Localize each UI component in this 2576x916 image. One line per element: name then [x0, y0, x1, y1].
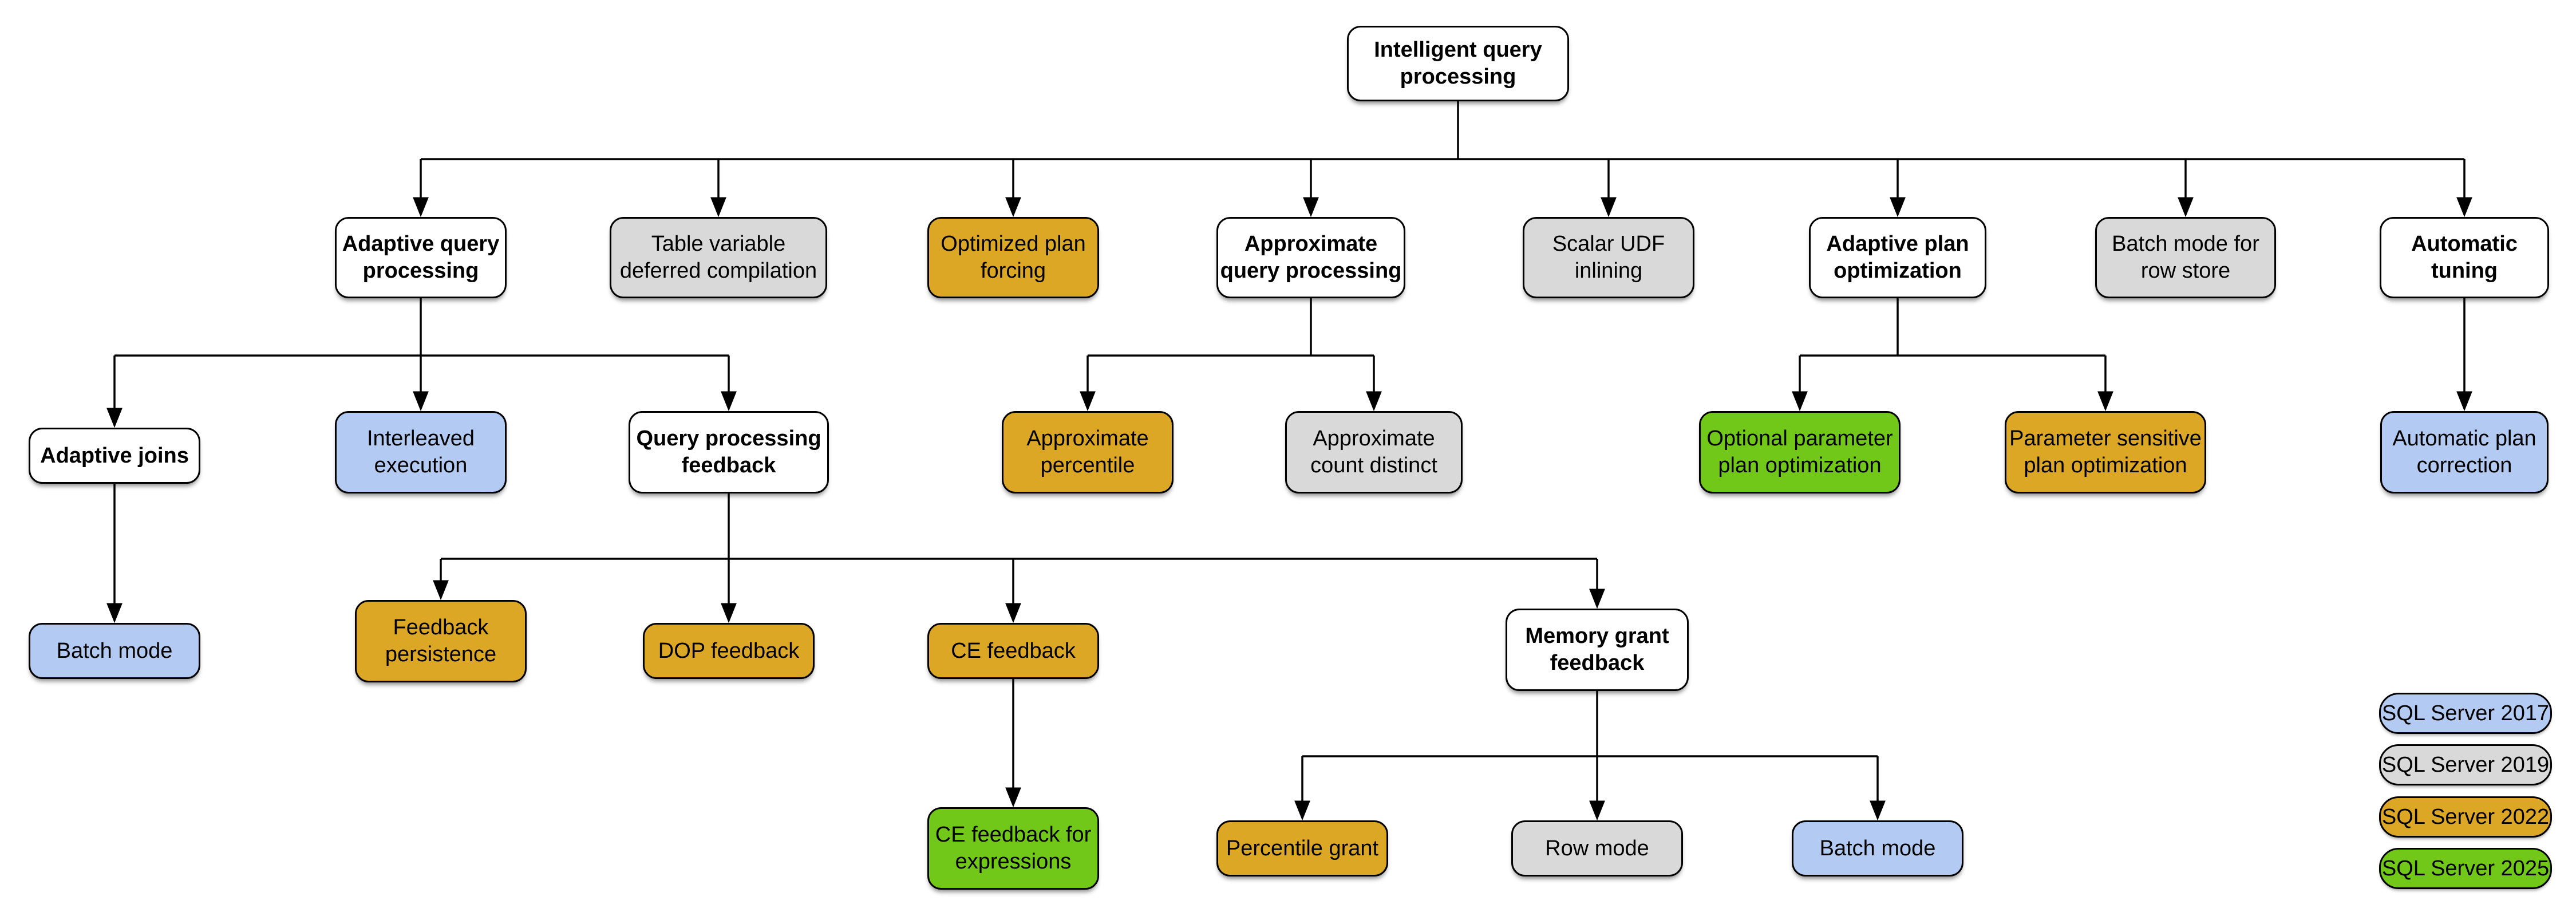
node-ce-feedback: CE feedback	[927, 623, 1099, 679]
node-interleaved-execution: Interleaved execution	[335, 411, 507, 493]
node-adaptive-joins: Adaptive joins	[29, 428, 200, 484]
node-batch-mode-memory-grant: Batch mode	[1792, 820, 1963, 876]
node-approximate-query-processing: Approximate query processing	[1216, 217, 1405, 298]
node-memory-grant-feedback: Memory grant feedback	[1506, 609, 1689, 691]
node-adaptive-query-processing: Adaptive query processing	[335, 217, 507, 298]
node-optional-parameter-plan-optimization: Optional parameter plan optimization	[1699, 411, 1901, 493]
node-automatic-plan-correction: Automatic plan correction	[2380, 411, 2549, 493]
legend-sql-server-2025: SQL Server 2025	[2379, 848, 2552, 889]
node-batch-mode-row-store: Batch mode for row store	[2095, 217, 2276, 298]
legend-sql-server-2017: SQL Server 2017	[2379, 693, 2552, 734]
node-batch-mode-adaptive-joins: Batch mode	[29, 623, 200, 679]
node-approximate-count-distinct: Approximate count distinct	[1285, 411, 1463, 493]
node-approximate-percentile: Approximate percentile	[1002, 411, 1174, 493]
node-ce-feedback-expressions: CE feedback for expressions	[927, 807, 1099, 890]
node-intelligent-query-processing: Intelligent query processing	[1347, 26, 1569, 101]
node-feedback-persistence: Feedback persistence	[355, 600, 527, 682]
node-parameter-sensitive-plan-optimization: Parameter sensitive plan optimization	[2005, 411, 2206, 493]
legend-sql-server-2019: SQL Server 2019	[2379, 744, 2552, 785]
node-row-mode: Row mode	[1511, 820, 1683, 876]
bus-skeleton	[114, 101, 2464, 757]
node-scalar-udf-inlining: Scalar UDF inlining	[1523, 217, 1694, 298]
node-optimized-plan-forcing: Optimized plan forcing	[927, 217, 1099, 298]
node-adaptive-plan-optimization: Adaptive plan optimization	[1809, 217, 1986, 298]
node-query-processing-feedback: Query processing feedback	[629, 411, 829, 493]
node-automatic-tuning: Automatic tuning	[2380, 217, 2549, 298]
node-dop-feedback: DOP feedback	[643, 623, 815, 679]
node-percentile-grant: Percentile grant	[1216, 820, 1388, 876]
legend-sql-server-2022: SQL Server 2022	[2379, 796, 2552, 838]
node-table-variable-deferred-compilation: Table variable deferred compilation	[610, 217, 827, 298]
